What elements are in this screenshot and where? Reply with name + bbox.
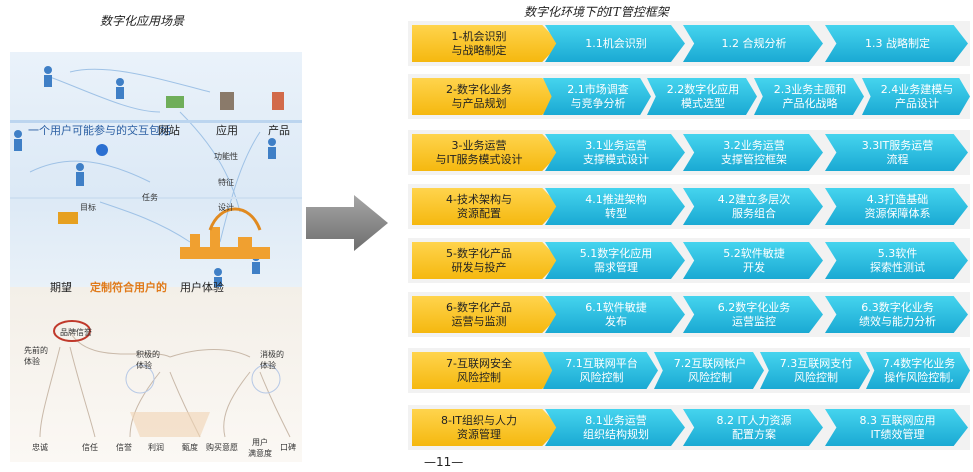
purchase-intent-label: 购买意愿 (206, 443, 238, 452)
goal-label: 目标 (80, 203, 96, 212)
item-4-3: 4.3打造基础 资源保障体系 (825, 188, 968, 225)
row-4-label: 4-技术架构与 资源配置 (412, 188, 560, 225)
row-1-label: 1-机会识别 与战略制定 (412, 25, 560, 62)
row-8-label: 8-IT组织与人力 资源管理 (412, 409, 560, 446)
task-label: 任务 (142, 193, 158, 202)
interaction-area: 一个用户可能参与的交互包括 网站 应用 产品 功能性 特征 设计 任务 目标 (10, 52, 302, 287)
positive-experience-label: 积极的 体验 (136, 350, 160, 370)
experience-label: 用户体验 (180, 281, 224, 294)
expectation-label: 期望 (50, 281, 72, 294)
item-6-1: 6.1软件敏捷 发布 (545, 296, 685, 333)
item-1-1: 1.1机会识别 (545, 25, 685, 62)
item-3-1: 3.1业务运营 支撑模式设计 (545, 134, 685, 171)
satisfaction-label: 用户 满意度 (248, 438, 272, 458)
item-8-1: 8.1业务运营 组织结构规划 (545, 409, 685, 446)
row-3-label: 3-业务运营 与IT服务模式设计 (412, 134, 560, 171)
right-title: 数字化环境下的IT管控框架 (524, 5, 669, 19)
row-7-label: 7-互联网安全 风险控制 (412, 352, 560, 389)
page-number: —11— (424, 455, 464, 469)
trust-label: 信任 (82, 443, 98, 452)
experience-area: 期望 定制符合用户的 用户体验 品牌信誉 先前的 体验 积极的 体验 消极的 体… (10, 281, 302, 462)
item-2-4: 2.4业务建模与 产品设计 (862, 78, 970, 115)
item-3-2: 3.2业务运营 支撑管控框架 (683, 134, 823, 171)
function-label: 功能性 (214, 152, 238, 161)
left-title: 数字化应用场景 (100, 14, 185, 28)
item-3-3: 3.3IT服务运营 流程 (825, 134, 968, 171)
loyalty-label: 忠诚 (32, 443, 48, 452)
item-4-1: 4.1推进架构 转型 (545, 188, 685, 225)
customize-label: 定制符合用户的 (90, 281, 167, 294)
item-2-1: 2.1市场调查 与竞争分析 (543, 78, 651, 115)
item-7-4: 7.4数字化业务 操作风险控制, (866, 352, 970, 389)
item-8-2: 8.2 IT人力资源 配置方案 (683, 409, 823, 446)
item-5-3: 5.3软件 探索性测试 (825, 242, 968, 279)
interaction-label: 一个用户可能参与的交互包括 (28, 124, 171, 137)
interaction-network-graphic (10, 66, 302, 287)
brand-reputation-label: 品牌信誉 (60, 328, 92, 337)
product-label: 产品 (268, 124, 290, 137)
item-5-1: 5.1数字化应用 需求管理 (545, 242, 685, 279)
row-5-label: 5-数字化产品 研发与投产 (412, 242, 560, 279)
right-arrow-icon (306, 195, 388, 251)
item-4-2: 4.2建立多层次 服务组合 (683, 188, 823, 225)
item-5-2: 5.2软件敏捷 开发 (683, 242, 823, 279)
item-7-3: 7.3互联网支付 风险控制 (760, 352, 870, 389)
item-1-2: 1.2 合规分析 (683, 25, 823, 62)
item-7-2: 7.2互联网帐户 风险控制 (654, 352, 764, 389)
item-7-1: 7.1互联网平台 风险控制 (543, 352, 658, 389)
experience-network-graphic (39, 320, 291, 438)
item-8-3: 8.3 互联网应用 IT绩效管理 (825, 409, 968, 446)
item-6-2: 6.2数字化业务 运营监控 (683, 296, 823, 333)
prior-experience-label: 先前的 体验 (24, 346, 48, 366)
feature-label: 特征 (218, 178, 234, 187)
word-of-mouth-label: 口碑 (280, 443, 296, 452)
website-label: 网站 (158, 124, 180, 137)
row-2-label: 2-数字化业务 与产品规划 (412, 78, 560, 115)
item-1-3: 1.3 战略制定 (825, 25, 968, 62)
reputation-label: 甄度 (182, 443, 198, 452)
row-6-label: 6-数字化产品 运营与监测 (412, 296, 560, 333)
belief-label: 信誉 (116, 443, 132, 452)
item-2-2: 2.2数字化应用 模式选型 (647, 78, 757, 115)
negative-experience-label: 消极的 体验 (260, 350, 284, 370)
digital-scenario-illustration: 一个用户可能参与的交互包括 网站 应用 产品 功能性 特征 设计 任务 目标 期… (10, 52, 302, 462)
app-label: 应用 (216, 124, 238, 137)
profit-label: 利润 (148, 443, 164, 452)
item-2-3: 2.3业务主题和 产品化战略 (754, 78, 864, 115)
item-6-3: 6.3数字化业务 绩效与能力分析 (825, 296, 968, 333)
design-label: 设计 (218, 203, 234, 212)
